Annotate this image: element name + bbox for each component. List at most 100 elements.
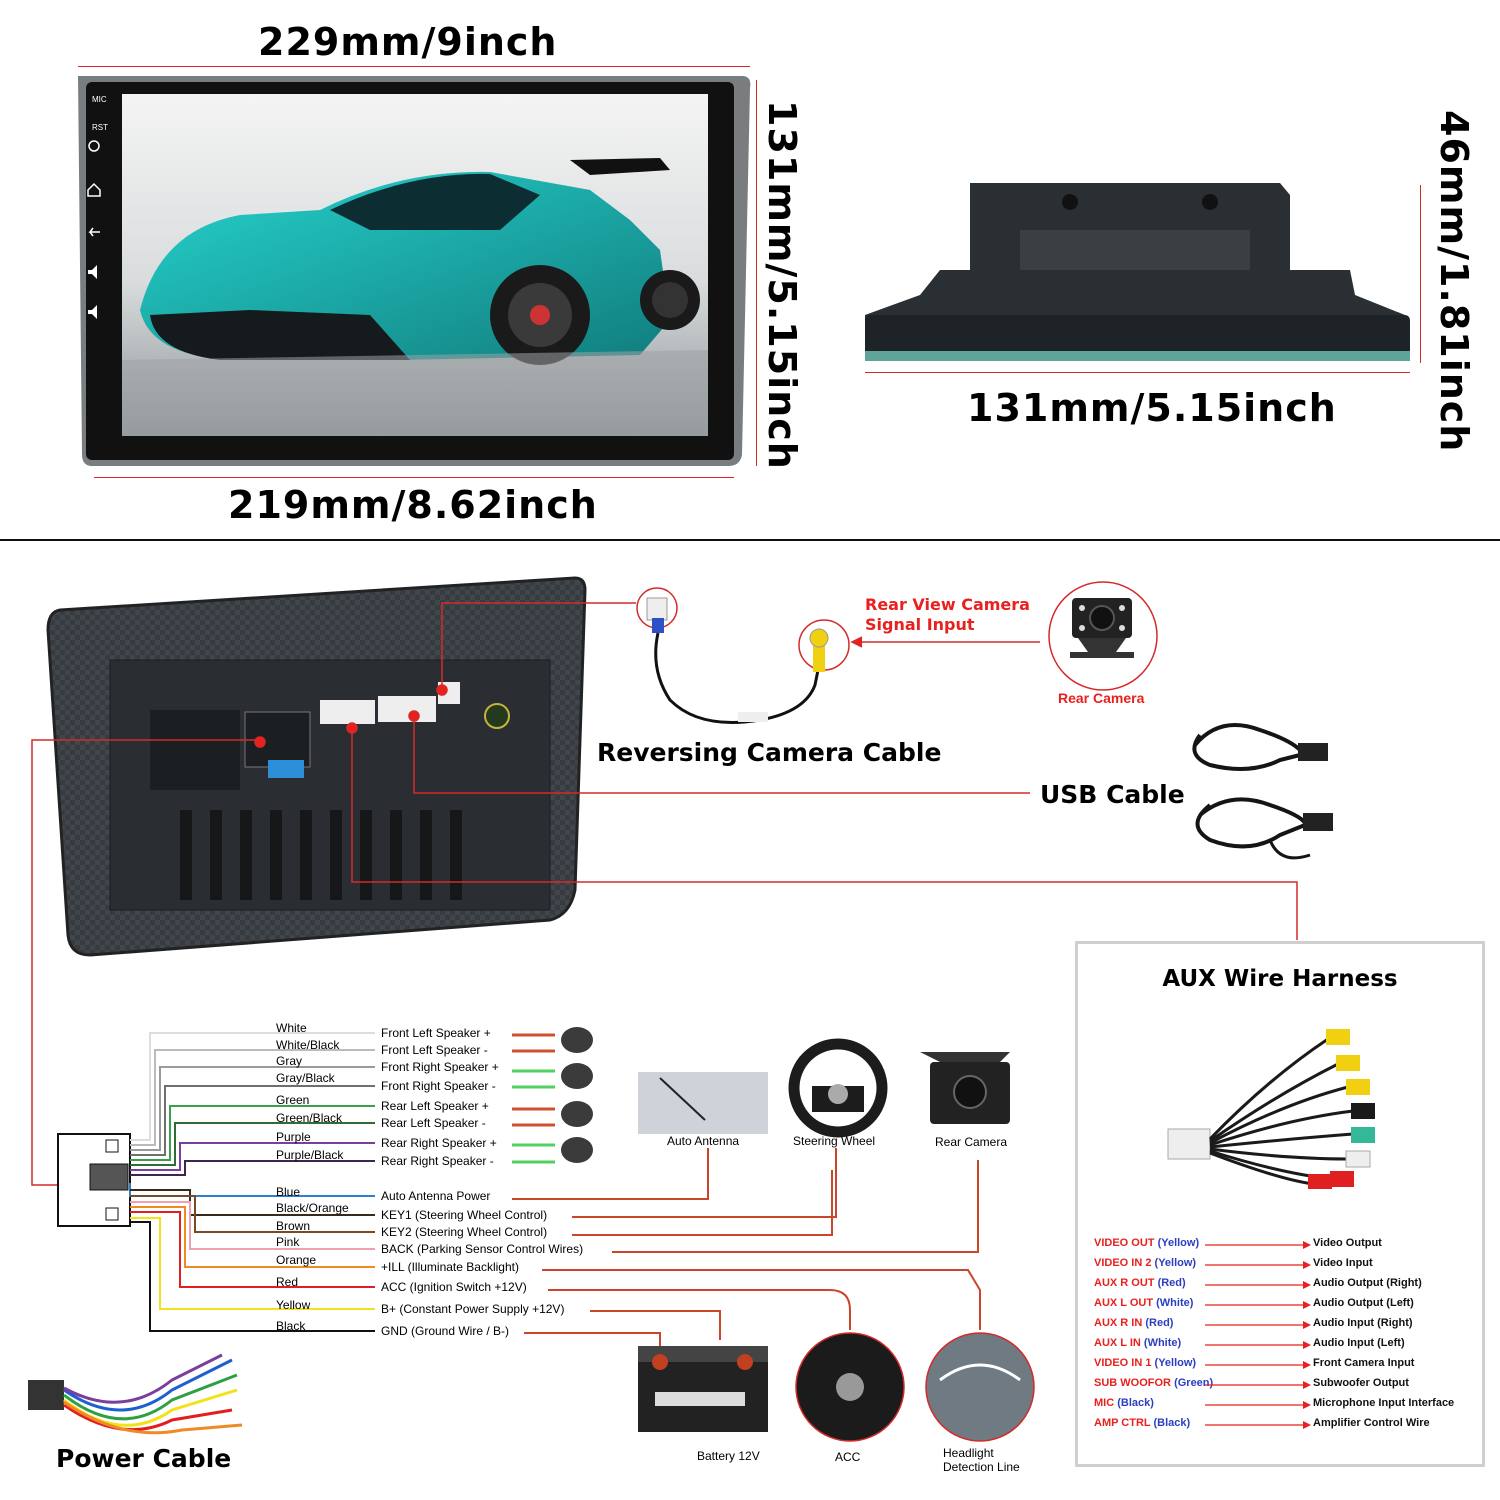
head-unit-front: MIC RST bbox=[78, 76, 751, 466]
wire-color-label: Purple/Black bbox=[276, 1148, 344, 1162]
aux-wire-name: AUX L IN bbox=[1094, 1337, 1144, 1349]
wire-color-label: Gray/Black bbox=[276, 1071, 335, 1085]
wire-function-label: Rear Right Speaker - bbox=[381, 1154, 494, 1168]
aux-wire-color: (Yellow) bbox=[1154, 1357, 1197, 1369]
wire-color-label: Pink bbox=[276, 1235, 300, 1249]
wire-color-label: Black/Orange bbox=[276, 1201, 349, 1215]
screen-width-label: 219mm/8.62inch bbox=[228, 483, 598, 527]
aux-function-label: Amplifier Control Wire bbox=[1313, 1417, 1430, 1429]
wire-function-label: KEY1 (Steering Wheel Control) bbox=[381, 1208, 548, 1222]
dim-line-depth-bottom bbox=[865, 372, 1410, 373]
front-height-label: 131mm/5.15inch bbox=[760, 100, 804, 470]
rear-camera-label-top: Rear Camera bbox=[1058, 690, 1145, 706]
aux-wire-label: VIDEO IN 2 (Yellow) bbox=[1094, 1257, 1196, 1269]
aux-arrow bbox=[1205, 1381, 1311, 1389]
wire-function-label: Rear Right Speaker + bbox=[381, 1136, 497, 1150]
aux-wire-color: (Yellow) bbox=[1154, 1257, 1197, 1269]
aux-wire-color: (White) bbox=[1156, 1297, 1194, 1309]
reversing-cable-label: Reversing Camera Cable bbox=[597, 738, 942, 767]
speaker-icons bbox=[561, 1027, 593, 1163]
aux-wire-label: AMP CTRL (Black) bbox=[1094, 1417, 1190, 1429]
power-icon bbox=[88, 140, 100, 152]
wire-color-label: Red bbox=[276, 1275, 299, 1289]
aux-function-label: Microphone Input Interface bbox=[1313, 1397, 1455, 1409]
aux-wire-name: VIDEO OUT bbox=[1094, 1237, 1158, 1249]
volume-down-icon bbox=[88, 305, 97, 319]
aux-arrow bbox=[1205, 1301, 1311, 1309]
section-divider bbox=[0, 539, 1500, 541]
power-cable-label: Power Cable bbox=[56, 1444, 232, 1473]
wire-function-label: Rear Left Speaker + bbox=[381, 1099, 489, 1113]
aux-wire-label: AUX L IN (White) bbox=[1094, 1337, 1181, 1349]
aux-wire-name: VIDEO IN 1 bbox=[1094, 1357, 1155, 1369]
wire-function-label: Rear Left Speaker - bbox=[381, 1116, 486, 1130]
headlight-caption-1: Headlight bbox=[943, 1446, 994, 1460]
aux-wire-name: MIC bbox=[1094, 1397, 1118, 1409]
aux-wire-name: VIDEO IN 2 bbox=[1094, 1257, 1155, 1269]
depth-width-label: 131mm/5.15inch bbox=[967, 386, 1337, 430]
wire-color-label: White bbox=[276, 1021, 307, 1035]
wire-color-label: Green bbox=[276, 1093, 310, 1107]
aux-function-label: Video Input bbox=[1313, 1257, 1373, 1269]
wire-function-label: B+ (Constant Power Supply +12V) bbox=[381, 1302, 565, 1316]
auto-antenna-caption: Auto Antenna bbox=[667, 1134, 740, 1148]
volume-up-icon bbox=[88, 265, 97, 279]
wire-color-label: Blue bbox=[276, 1185, 301, 1199]
back-icon bbox=[88, 227, 100, 237]
aux-harness-box: AUX Wire Harness VIDEO OUT (Yellow) Video… bbox=[1075, 941, 1485, 1467]
aux-function-label: Audio Output (Left) bbox=[1313, 1297, 1414, 1309]
home-icon bbox=[87, 182, 101, 197]
aux-wire-label: AUX R IN (Red) bbox=[1094, 1317, 1173, 1329]
wire-color-label: Gray bbox=[276, 1054, 303, 1068]
aux-harness-title: AUX Wire Harness bbox=[1162, 966, 1398, 992]
aux-arrow bbox=[1205, 1321, 1311, 1329]
aux-wire-color: (Red) bbox=[1157, 1277, 1186, 1289]
aux-harness-image bbox=[1167, 1029, 1375, 1189]
wire-function-label: BACK (Parking Sensor Control Wires) bbox=[381, 1242, 584, 1256]
aux-wire-name: AUX R OUT bbox=[1094, 1277, 1158, 1289]
aux-arrow bbox=[1205, 1241, 1311, 1249]
aux-arrow bbox=[1205, 1341, 1311, 1349]
aux-function-label: Front Camera Input bbox=[1313, 1357, 1415, 1369]
aux-arrow bbox=[1205, 1401, 1311, 1409]
aux-wire-name: AMP CTRL bbox=[1094, 1417, 1154, 1429]
aux-wire-label: VIDEO OUT (Yellow) bbox=[1094, 1237, 1199, 1249]
front-width-label: 229mm/9inch bbox=[258, 20, 558, 64]
aux-wire-color: (Yellow) bbox=[1157, 1237, 1200, 1249]
aux-function-label: Audio Output (Right) bbox=[1313, 1277, 1422, 1289]
aux-function-label: Audio Input (Right) bbox=[1313, 1317, 1413, 1329]
wire-color-label: Orange bbox=[276, 1253, 317, 1267]
wire-color-label: Brown bbox=[276, 1219, 311, 1233]
wire-color-label: White/Black bbox=[276, 1038, 340, 1052]
aux-wire-color: (Red) bbox=[1145, 1317, 1174, 1329]
aux-wire-name: AUX R IN bbox=[1094, 1317, 1146, 1329]
acc-caption: ACC bbox=[835, 1450, 861, 1464]
usb-cable-label: USB Cable bbox=[1040, 780, 1185, 809]
aux-wire-label: MIC (Black) bbox=[1094, 1397, 1154, 1409]
aux-wire-color: (White) bbox=[1143, 1337, 1182, 1349]
signal-label-2: Signal Input bbox=[865, 615, 975, 634]
wire-function-label: Front Left Speaker + bbox=[381, 1026, 491, 1040]
rst-label: RST bbox=[92, 123, 108, 132]
aux-wire-name: SUB WOOFOR bbox=[1094, 1377, 1175, 1389]
power-cable-image bbox=[28, 1353, 243, 1435]
rear-camera-top bbox=[1070, 598, 1134, 658]
mic-label: MIC bbox=[92, 95, 107, 104]
aux-wire-label: AUX L OUT (White) bbox=[1094, 1297, 1193, 1309]
aux-wire-label: SUB WOOFOR (Green) bbox=[1094, 1377, 1213, 1389]
wire-function-label: ACC (Ignition Switch +12V) bbox=[381, 1280, 527, 1294]
wire-color-label: Yellow bbox=[276, 1298, 311, 1312]
dim-line-top bbox=[78, 66, 750, 67]
headlight-caption-2: Detection Line bbox=[943, 1460, 1020, 1474]
wire-function-label: +ILL (Illuminate Backlight) bbox=[381, 1260, 519, 1274]
wire-function-label: KEY2 (Steering Wheel Control) bbox=[381, 1225, 548, 1239]
wire-color-label: Black bbox=[276, 1319, 306, 1333]
steering-wheel-caption: Steering Wheel bbox=[793, 1134, 876, 1148]
aux-wire-label: VIDEO IN 1 (Yellow) bbox=[1094, 1357, 1196, 1369]
aux-arrow bbox=[1205, 1281, 1311, 1289]
aux-wire-label: AUX R OUT (Red) bbox=[1094, 1277, 1186, 1289]
usb-cables bbox=[1192, 723, 1333, 860]
wire-function-label: Front Left Speaker - bbox=[381, 1043, 488, 1057]
aux-wire-name: AUX L OUT bbox=[1094, 1297, 1157, 1309]
